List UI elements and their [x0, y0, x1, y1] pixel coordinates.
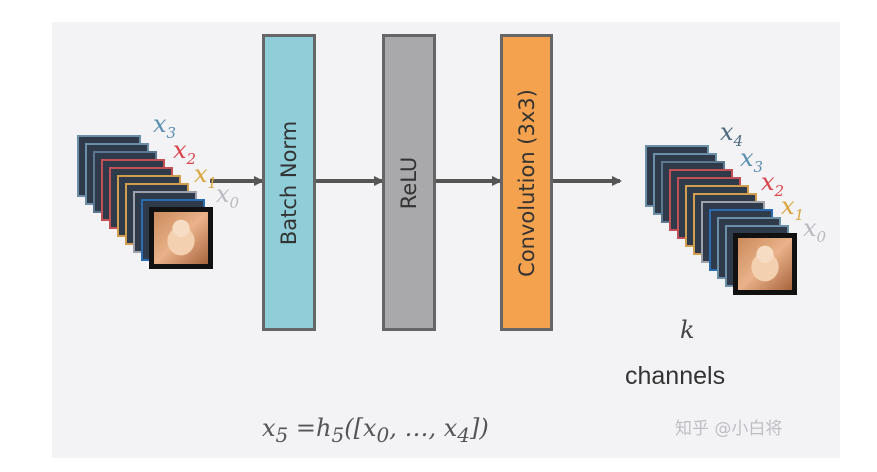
- convolution-block: Convolution (3x3): [500, 34, 553, 331]
- relu-label: ReLU: [397, 156, 421, 209]
- relu-block: ReLU: [382, 34, 436, 331]
- batch-norm-label: Batch Norm: [277, 120, 301, 245]
- output-label-x3: x3: [740, 144, 764, 176]
- output-feature-stack: [645, 145, 797, 295]
- output-label-x2: x2: [761, 168, 785, 200]
- watermark: 知乎 @小白将: [675, 419, 783, 439]
- formula-caption: x5 =h5([x0, …, x4]): [262, 414, 489, 447]
- output-kitten-image: [733, 233, 797, 295]
- output-label-x0: x0: [803, 214, 827, 246]
- input-label-x3: x3: [153, 110, 177, 142]
- k-label: k: [680, 316, 695, 344]
- output-label-x1: x1: [781, 192, 805, 224]
- batch-norm-block: Batch Norm: [262, 34, 316, 331]
- input-label-x0: x0: [216, 180, 240, 212]
- input-kitten-image: [149, 207, 213, 269]
- output-label-x4: x4: [720, 118, 744, 150]
- convolution-label: Convolution (3x3): [514, 88, 539, 277]
- input-label-x2: x2: [173, 136, 197, 168]
- input-feature-stack: [77, 135, 213, 269]
- channels-label: channels: [625, 362, 726, 390]
- input-label-x1: x1: [194, 160, 218, 192]
